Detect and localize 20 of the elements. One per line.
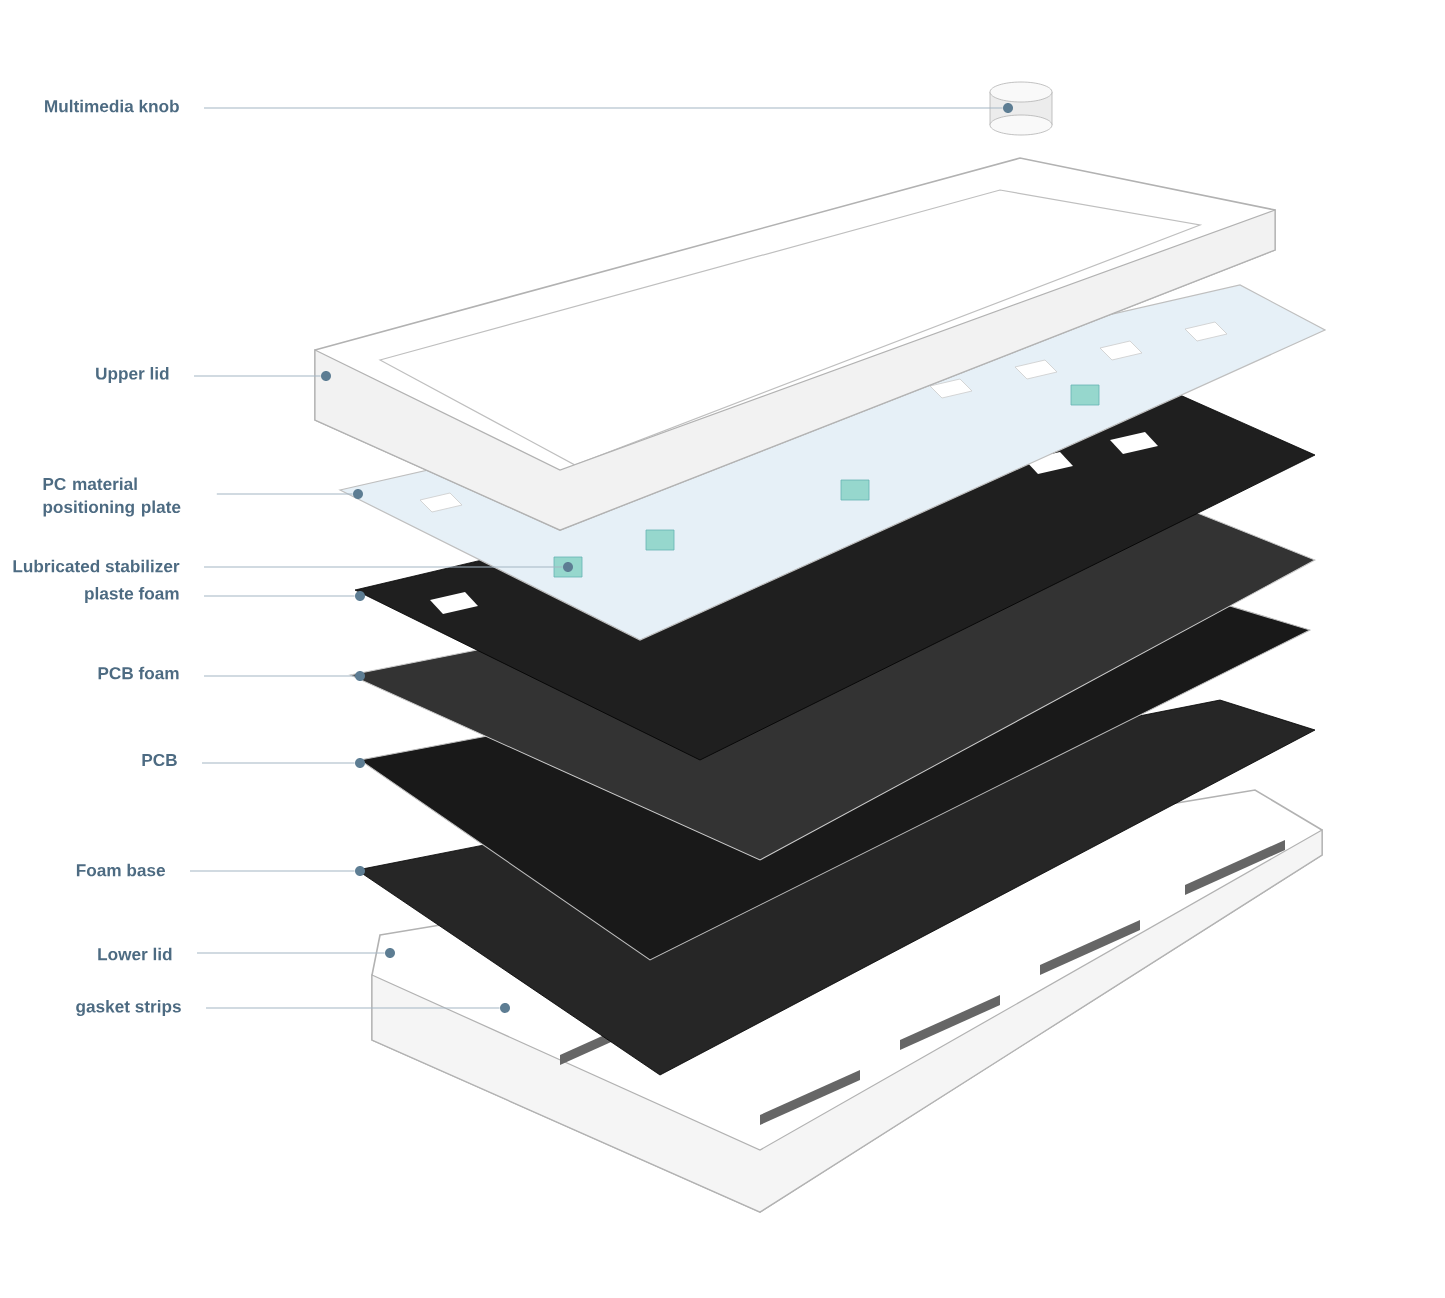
leader-line <box>189 870 356 872</box>
part-label: plaste foam <box>85 587 179 604</box>
leader-line <box>203 107 1004 109</box>
part-label: Lubricated stabilizer <box>13 559 180 573</box>
part-label: PCB foam <box>98 666 179 680</box>
leader-line <box>203 595 356 597</box>
leader-line <box>201 762 356 764</box>
leader-line <box>193 375 322 377</box>
part-label: PC material positioning plate <box>43 477 181 517</box>
part-label: Foam base <box>76 863 165 877</box>
part-label: Upper lid <box>96 367 169 384</box>
part-label: gasket strips <box>76 999 181 1017</box>
leader-line <box>203 675 356 677</box>
part-label: Lower lid <box>98 947 172 961</box>
part-label: Multimedia knob <box>45 99 179 113</box>
leader-line <box>196 952 386 954</box>
part-label: PCB <box>142 753 177 767</box>
leader-line <box>203 566 564 568</box>
leader-line <box>216 493 354 495</box>
leader-line <box>205 1007 501 1009</box>
